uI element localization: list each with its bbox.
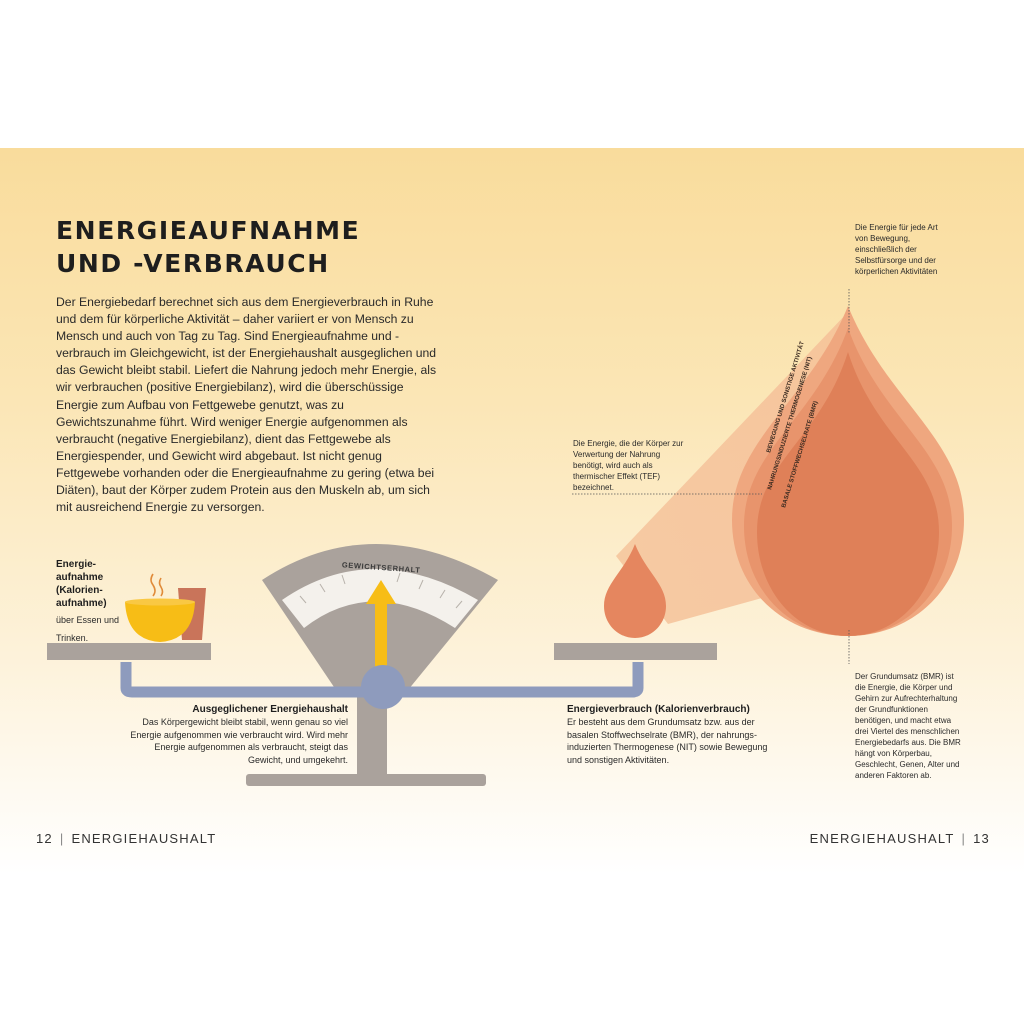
left-pan [47,643,211,660]
footer-left: 12|ENERGIEHAUSHALT [36,831,217,846]
right-pan [554,643,717,660]
scale-pivot [361,665,405,709]
note-tef: Die Energie, die der Körper zur Verwertu… [573,439,684,492]
gauge-ticks [299,572,463,609]
expenditure-text: Er besteht aus dem Grundumsatz bzw. aus … [567,717,768,765]
intake-callout: Energie-aufnahme (Kalorien-aufnahme) übe… [56,558,122,646]
small-drop [604,544,666,638]
expenditure-heading: Energieverbrauch (Kalorienverbrauch) [567,704,750,715]
bowl-rim [125,598,195,606]
expenditure-callout: Energieverbrauch (Kalorienverbrauch) Er … [567,703,775,766]
bowl-icon [125,602,195,642]
footer-left-title: ENERGIEHAUSHALT [71,831,217,846]
title-line-1: ENERGIEAUFNAHME [56,216,361,245]
title-line-2: UND -VERBRAUCH [56,249,330,278]
balanced-callout: Ausgeglichener Energiehaushalt Das Körpe… [126,703,348,766]
gauge-needle [375,600,387,670]
note-bmr: Der Grundumsatz (BMR) ist die Energie, d… [855,672,961,780]
footer-left-page-number: 12 [36,831,53,846]
page-title: ENERGIEAUFNAHME UND -VERBRAUCH [56,214,360,280]
footer-right-page-number: 13 [973,831,990,846]
balanced-text: Das Körpergewicht bleibt stabil, wenn ge… [130,717,348,765]
footer-right: ENERGIEHAUSHALT|13 [809,831,990,846]
drop-bmr-layer [757,352,939,636]
footer-right-title: ENERGIEHAUSHALT [809,831,955,846]
intake-heading: Energie-aufnahme (Kalorien-aufnahme) [56,559,107,609]
steam-icon [150,573,164,597]
gauge-needle-tip [366,580,396,604]
note-activity: Die Energie für jede Art von Bewegung, e… [855,223,938,276]
intro-paragraph: Der Energiebedarf berechnet sich aus dem… [56,295,437,515]
balanced-heading: Ausgeglichener Energiehaushalt [192,704,348,715]
intake-text: über Essen und Trinken. [56,615,120,643]
